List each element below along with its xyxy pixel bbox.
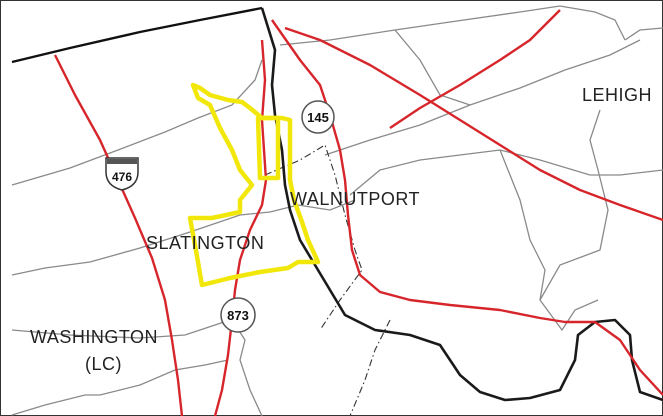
boundary-line <box>539 109 609 332</box>
north-road <box>389 9 561 129</box>
highlighted-area-outline <box>187 82 321 288</box>
boundary-line <box>11 394 100 416</box>
boundary-line <box>231 319 263 416</box>
route-145-shield: 145 <box>301 100 335 134</box>
municipal-boundaries <box>11 5 663 416</box>
boundary-line <box>394 29 471 106</box>
boundary-line <box>11 59 263 186</box>
interstate-476-shield: 476 <box>105 157 139 191</box>
county-line <box>11 6 263 64</box>
route-873-number: 873 <box>227 308 249 323</box>
interstate-476-number: 476 <box>112 170 132 184</box>
label-washington: WASHINGTON <box>30 327 158 347</box>
label-slatington: SLATINGTON <box>146 233 264 253</box>
boundary-line <box>559 5 626 41</box>
label-walnutport: WALNUTPORT <box>290 189 420 209</box>
label-lehigh: LEHIGH <box>582 85 652 105</box>
boundary-line <box>11 319 231 339</box>
boundary-line <box>269 199 356 213</box>
route-873-shield: 873 <box>220 297 256 333</box>
dash-dot-boundary <box>264 144 391 416</box>
label-washington-lc: (LC) <box>85 354 122 374</box>
boundary-line <box>99 359 229 396</box>
route-145-number: 145 <box>307 110 329 125</box>
interstate-476-road <box>53 54 184 416</box>
lehigh-river <box>260 7 663 402</box>
east-road <box>284 26 663 222</box>
route-145-road <box>271 19 595 324</box>
boundary-line <box>324 39 641 156</box>
southeast-road <box>594 321 663 396</box>
boundary-line <box>11 211 271 276</box>
boundary-line <box>624 27 663 41</box>
boundary-line <box>499 149 546 301</box>
